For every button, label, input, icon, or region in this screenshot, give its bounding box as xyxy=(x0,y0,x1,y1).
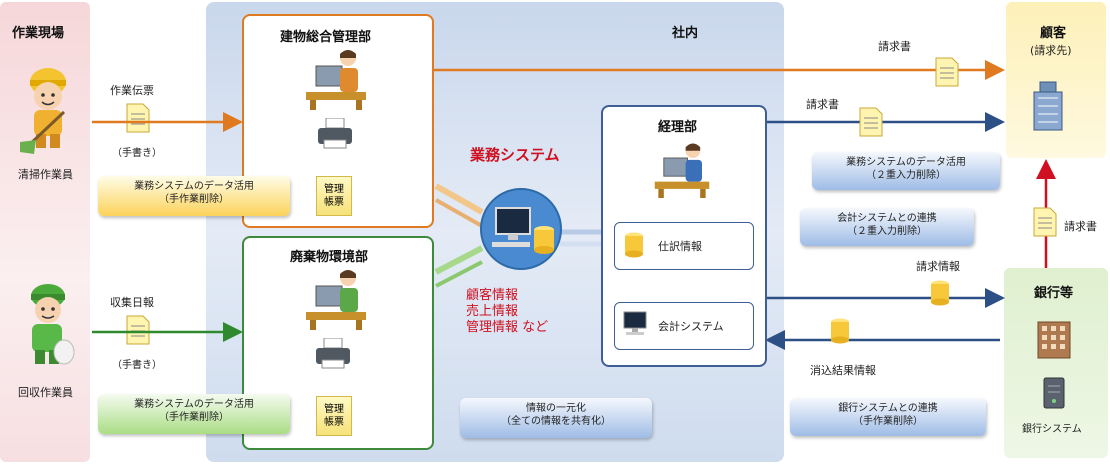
printer-icon xyxy=(314,337,352,374)
accounting-title: 経理部 xyxy=(658,120,698,135)
callout-dept2: 業務システムのデータ活用 （手作業削除） xyxy=(98,394,290,434)
customer-subtitle: (請求先) xyxy=(1030,44,1072,57)
invoice-mid-label: 請求書 xyxy=(806,98,839,111)
work-slip-doc-icon xyxy=(125,102,151,138)
staff-pc-icon xyxy=(300,264,372,334)
callout-dept1: 業務システムのデータ活用 （手作業削除） xyxy=(98,176,290,216)
collection-worker-icon xyxy=(20,280,76,374)
daily-report-note: （手書き） xyxy=(112,360,162,371)
collection-worker-label: 回収作業員 xyxy=(18,386,73,399)
business-system-icon xyxy=(478,186,564,276)
staff-pc-icon xyxy=(648,138,716,202)
invoice-right-label: 請求書 xyxy=(1064,220,1097,233)
cleaning-worker-icon xyxy=(20,62,76,158)
invoice-doc-icon xyxy=(1032,206,1058,242)
invoice-top-label: 請求書 xyxy=(878,40,911,53)
billing-info-label: 請求情報 xyxy=(916,260,960,273)
customer-panel xyxy=(1006,2,1106,158)
bank-building-icon xyxy=(1036,318,1072,364)
printer-icon xyxy=(316,117,354,154)
bank-panel xyxy=(1004,268,1108,458)
staff-pc-icon xyxy=(300,44,372,114)
business-system-title: 業務システム xyxy=(470,146,560,164)
cleaning-worker-label: 清掃作業員 xyxy=(18,168,73,181)
system-info-list: 顧客情報 売上情報 管理情報 など xyxy=(466,288,549,335)
server-icon xyxy=(1042,376,1066,414)
callout-unify: 情報の一元化 （全ての情報を共有化） xyxy=(460,398,652,438)
work-slip-label: 作業伝票 xyxy=(110,84,154,97)
ledger-note-dept1: 管理 帳票 xyxy=(316,176,352,216)
clearing-info-label: 消込結果情報 xyxy=(810,364,876,377)
bank-title: 銀行等 xyxy=(1034,286,1074,301)
database-icon xyxy=(830,318,850,348)
work-slip-note: （手書き） xyxy=(112,148,162,159)
dept2-title: 廃棄物環境部 xyxy=(290,250,369,265)
bank-system-label: 銀行システム xyxy=(1022,424,1082,435)
accounting-system-label: 会計システム xyxy=(658,320,724,333)
invoice-doc-icon xyxy=(934,56,960,92)
database-icon xyxy=(930,280,950,310)
journal-label: 仕訳情報 xyxy=(658,240,702,253)
customer-building-icon xyxy=(1030,78,1066,138)
database-icon xyxy=(624,232,644,262)
customer-title: 顧客 xyxy=(1040,26,1067,41)
invoice-doc-icon xyxy=(858,106,884,142)
callout-kaikei: 会計システムとの連携 （２重入力削除） xyxy=(800,208,974,246)
callout-gyomu-data: 業務システムのデータ活用 （２重入力削除） xyxy=(812,152,1000,190)
dept1-title: 建物総合管理部 xyxy=(280,30,372,45)
monitor-icon xyxy=(622,310,648,342)
ledger-note-dept2: 管理 帳票 xyxy=(316,396,352,436)
field-title: 作業現場 xyxy=(12,26,65,41)
daily-report-label: 収集日報 xyxy=(110,296,154,309)
office-title: 社内 xyxy=(672,26,699,41)
callout-bank: 銀行システムとの連携 （手作業削除） xyxy=(790,398,986,436)
